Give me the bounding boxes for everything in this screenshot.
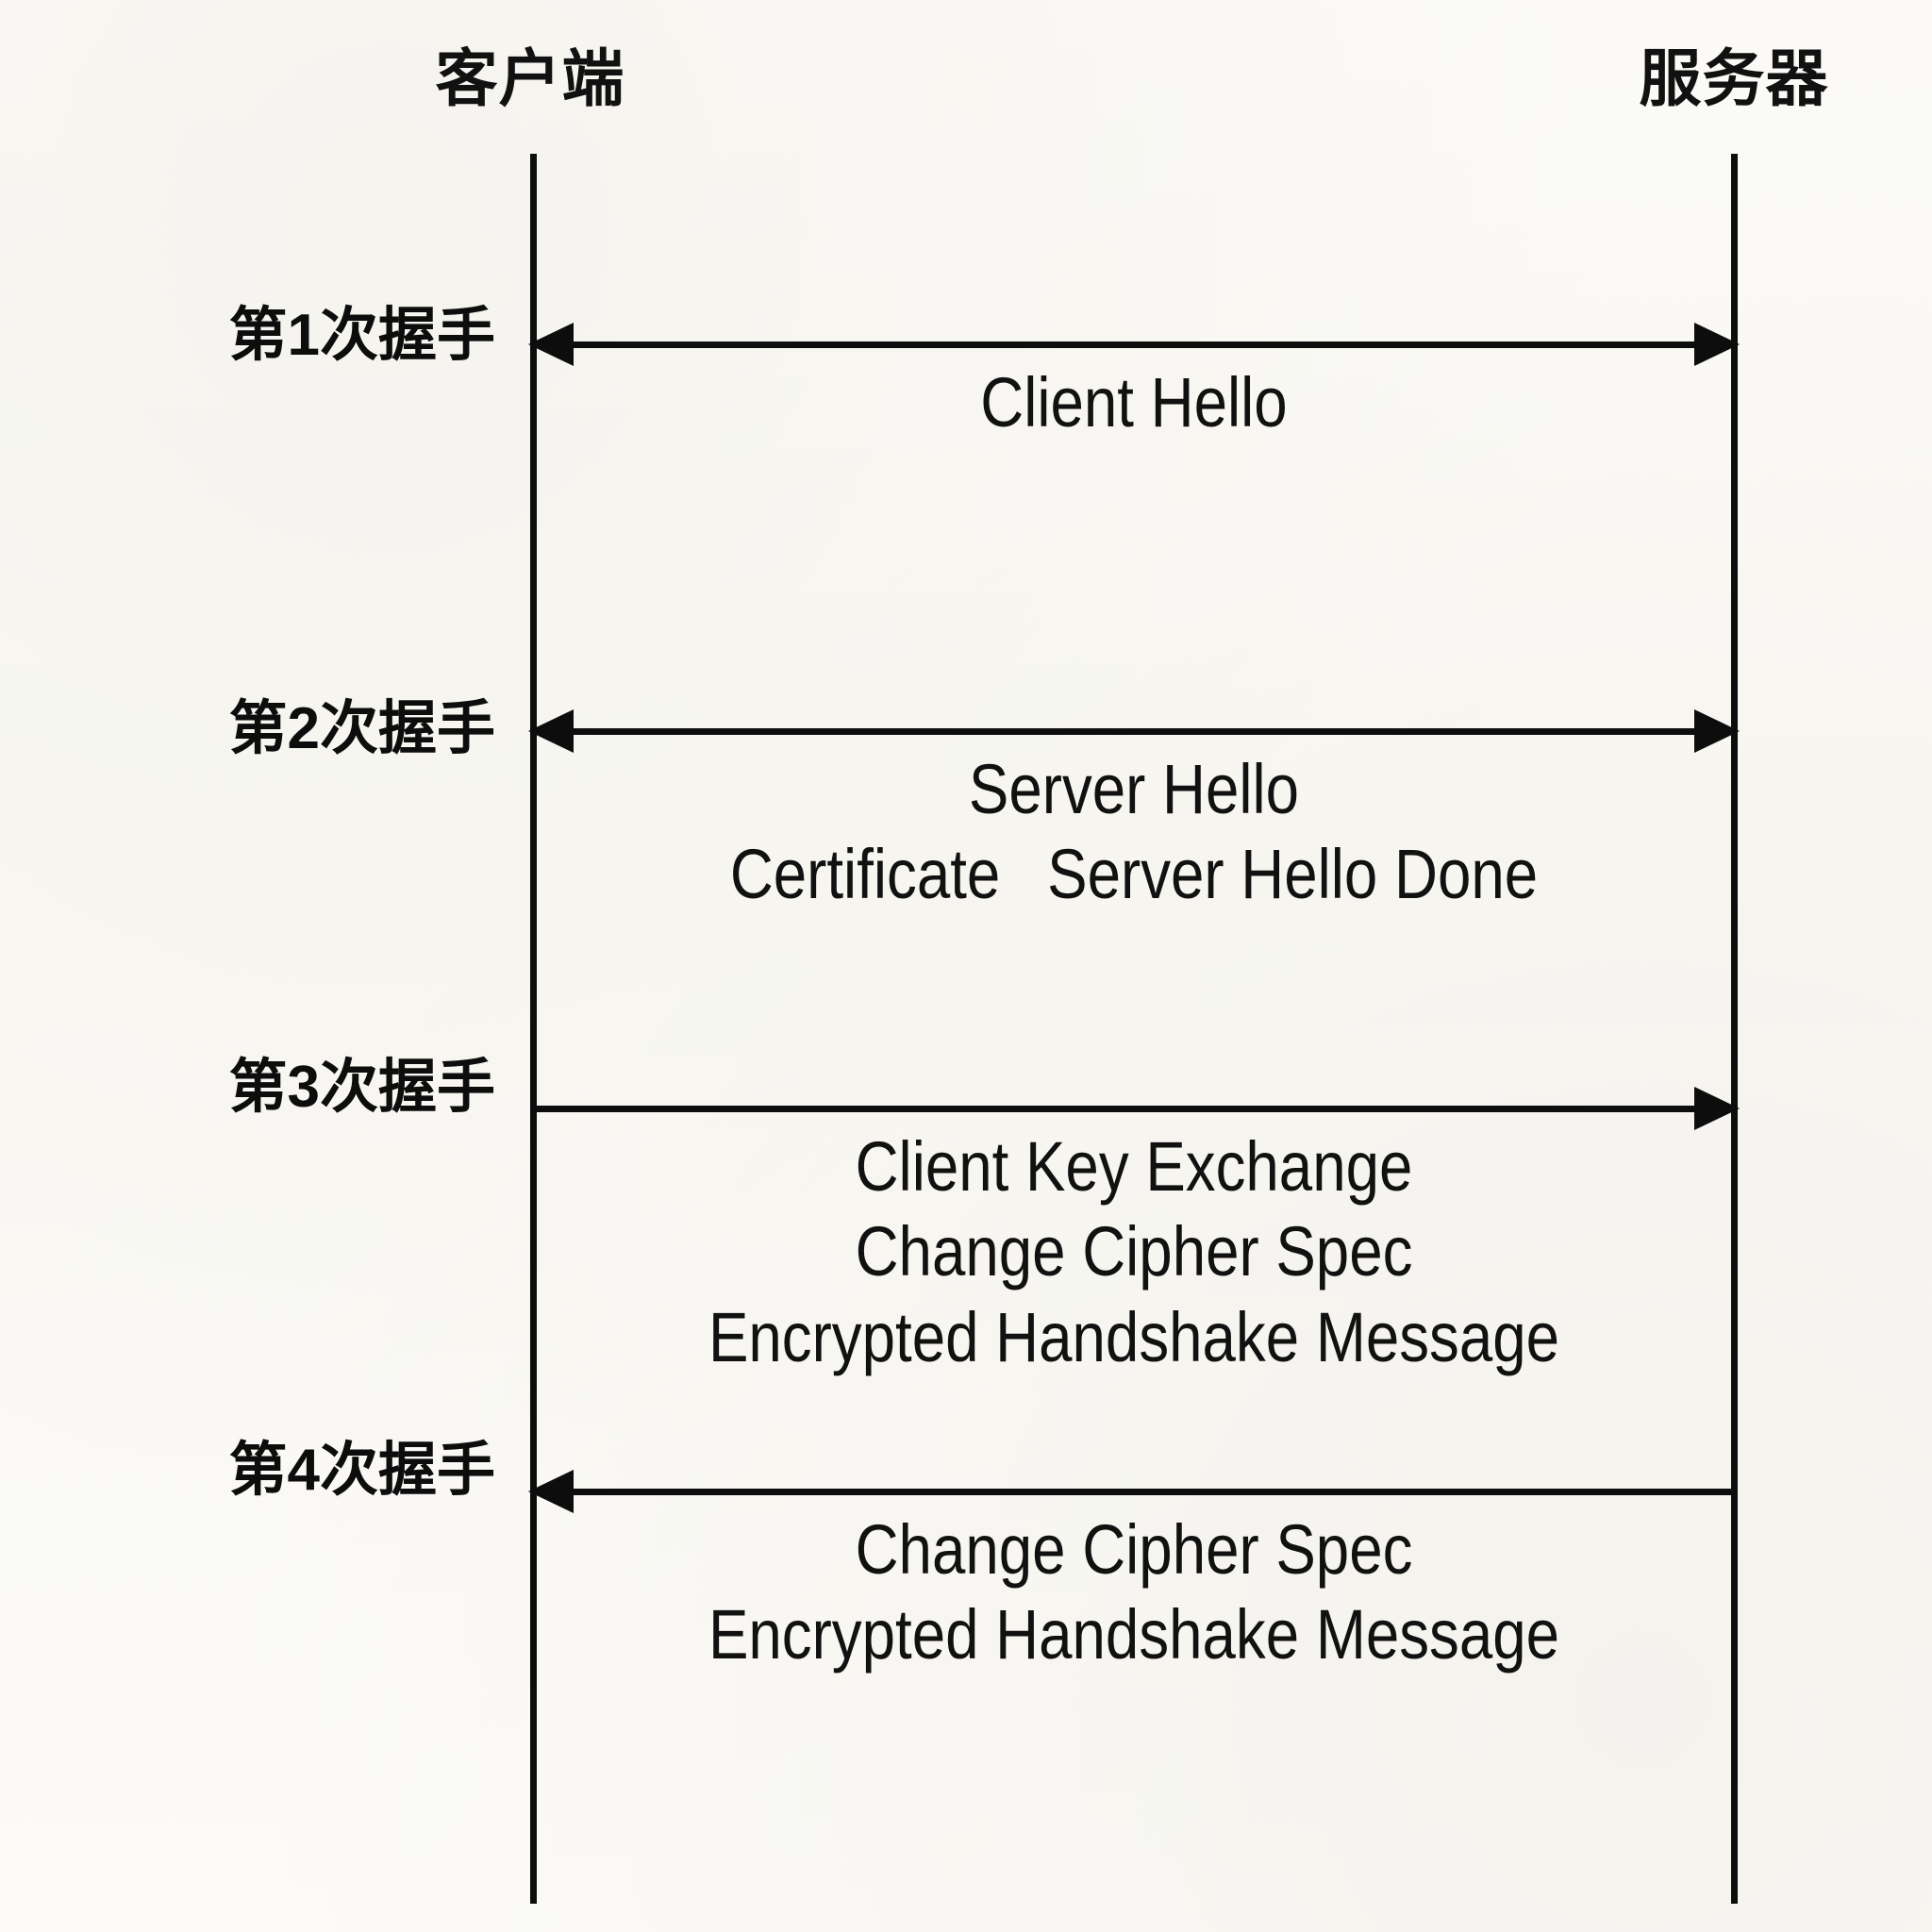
lifeline-client [530,154,537,1904]
arrowhead-left-icon [528,323,574,366]
message-line: Change Cipher Spec [855,1510,1413,1589]
message-line-pair: Certificate Server Hello Done [615,832,1654,917]
message-line: Certificate [729,835,1001,914]
arrow-shaft [530,728,1738,735]
arrow-shaft [530,341,1738,348]
message-line: Client Hello [980,363,1288,441]
arrowhead-right-icon [1694,709,1740,753]
message-line: Encrypted Handshake Message [708,1297,1560,1376]
message-line: Client Key Exchange [855,1127,1413,1206]
message-text-handshake-1: Client Hello [615,360,1654,445]
step-label-handshake-3: 第3次握手 [228,1055,495,1120]
message-line: Server Hello [968,750,1300,828]
message-line: Server Hello Done [1047,835,1539,914]
step-label-handshake-2: 第2次握手 [228,696,495,761]
arrowhead-right-icon [1694,323,1740,366]
message-text-handshake-4: Change Cipher Spec Encrypted Handshake M… [615,1507,1654,1678]
message-line: Change Cipher Spec [855,1212,1413,1291]
arrowhead-right-icon [1694,1087,1740,1130]
message-text-handshake-3: Client Key Exchange Change Cipher Spec E… [615,1124,1654,1380]
arrowhead-left-icon [528,1470,574,1513]
arrow-shaft [530,1489,1738,1495]
actor-label-client: 客户端 [435,43,625,113]
message-line: Encrypted Handshake Message [708,1595,1560,1674]
step-label-handshake-1: 第1次握手 [228,303,495,368]
message-text-handshake-2: Server Hello Certificate Server Hello Don… [615,747,1654,918]
arrow-shaft [530,1106,1738,1112]
step-label-handshake-4: 第4次握手 [228,1438,495,1503]
actor-label-server: 服务器 [1639,43,1829,113]
arrowhead-left-icon [528,709,574,753]
lifeline-server [1731,154,1738,1904]
